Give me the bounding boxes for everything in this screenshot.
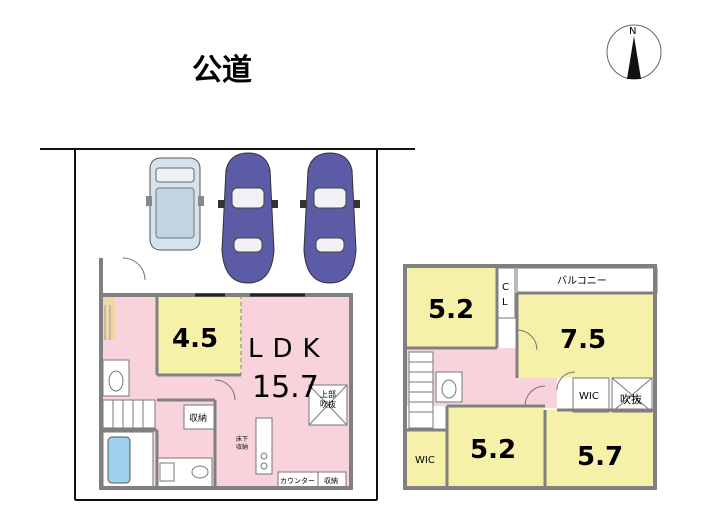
underfloor-label-2: 収納 [236, 443, 248, 451]
wic-label-b: WIC [579, 391, 599, 402]
floor1-plan [99, 257, 353, 490]
north-compass-icon: N [606, 24, 662, 80]
room-4-5-size: 4.5 [172, 324, 218, 354]
counter-label: カウンター [280, 476, 315, 485]
room-sc-size: 5.2 [470, 435, 516, 465]
upper-void-label: 上部 [320, 389, 336, 399]
wic-label-a: WIC [415, 455, 435, 466]
storage-label: 収納 [189, 412, 207, 424]
compass-north-label: N [629, 26, 636, 37]
road-label: 公道 [192, 53, 252, 88]
site-boundary [40, 148, 415, 501]
closet-label-c: C [502, 282, 509, 293]
underfloor-label: 床下 [236, 435, 248, 443]
ldk-size: 15.7 [252, 370, 319, 405]
ldk-label: LDK [248, 334, 330, 364]
closet-label-l: L [502, 297, 508, 308]
void-label: 吹抜 [620, 392, 642, 406]
balcony-label: バルコニー [557, 275, 607, 287]
car-icon-white [146, 157, 204, 251]
floor2-plan [403, 264, 658, 490]
car-icon-purple-1 [218, 152, 278, 284]
room-nw-size: 5.2 [428, 295, 474, 325]
car-icon-purple-2 [300, 152, 360, 284]
room-ne-size: 7.5 [560, 325, 606, 355]
upper-void-label-2: 吹抜 [320, 399, 336, 409]
storage2-label: 収納 [324, 476, 338, 485]
room-se-size: 5.7 [577, 442, 623, 472]
